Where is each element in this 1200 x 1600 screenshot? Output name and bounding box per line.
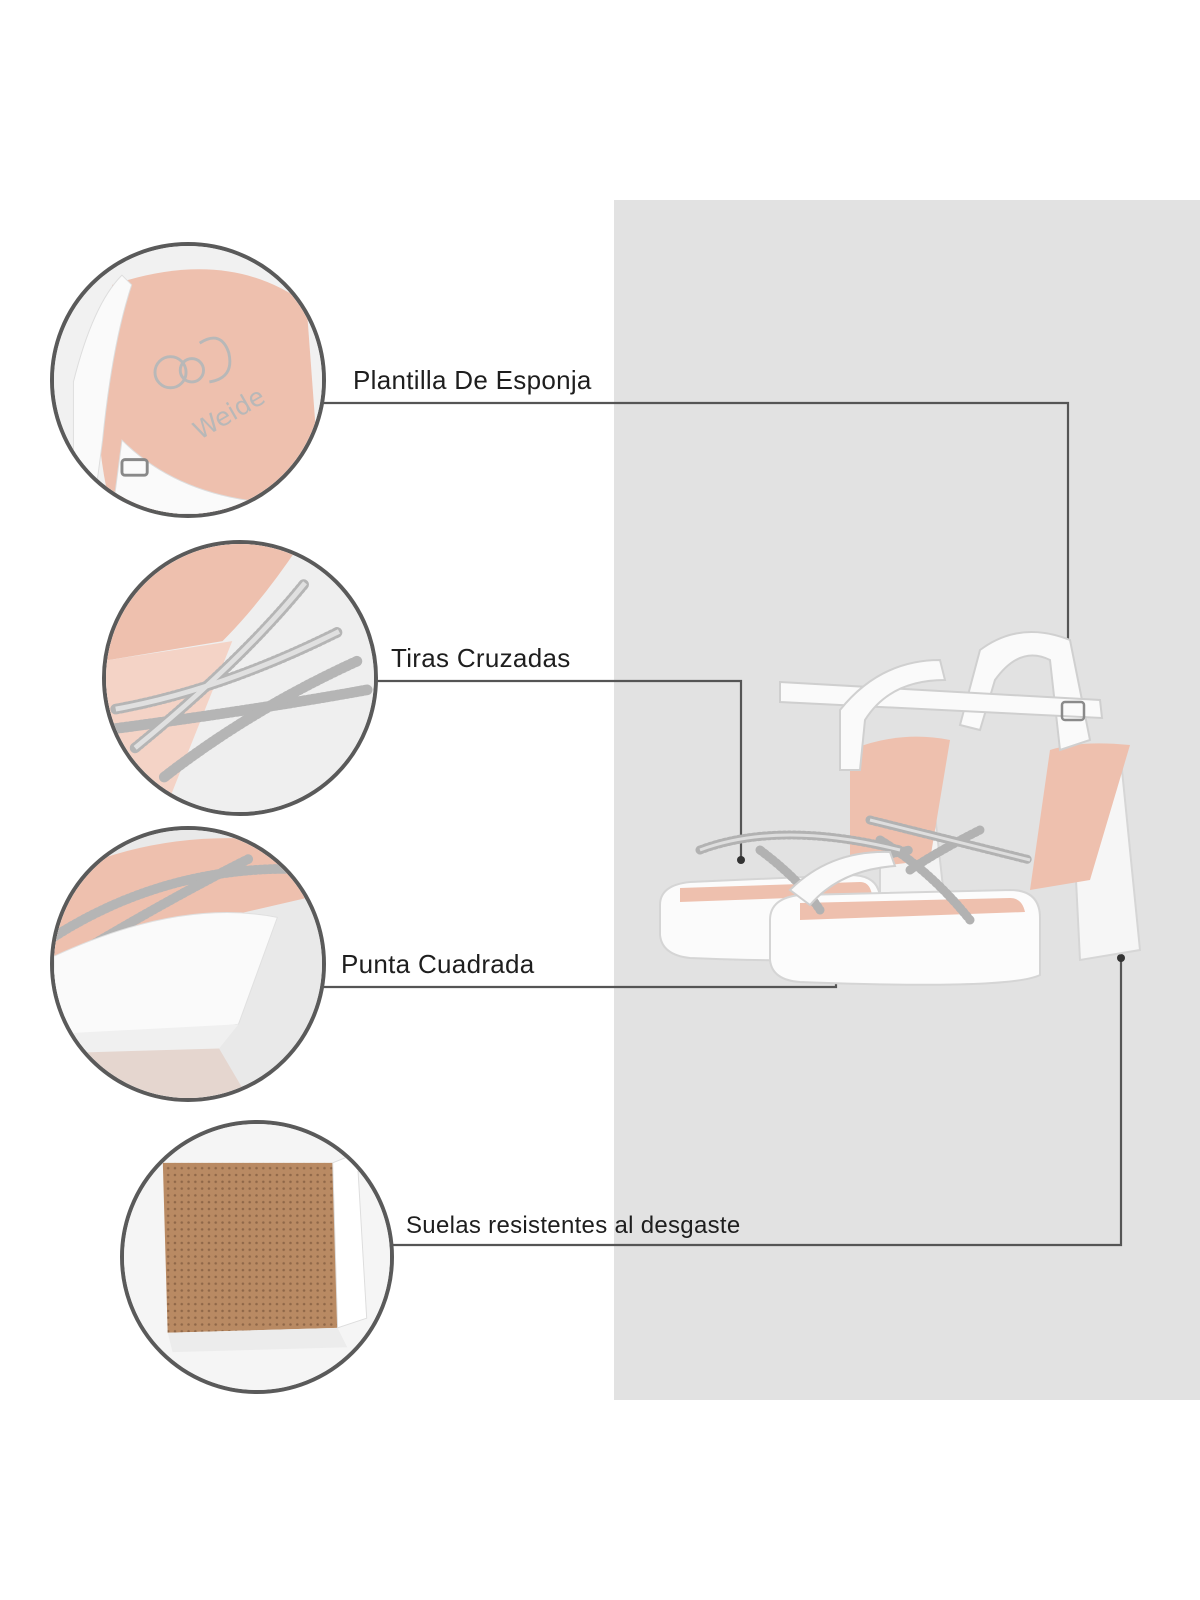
- callout-dot-straps: [737, 856, 745, 864]
- platform-sandal-icon: [659, 631, 1142, 986]
- callout-dot-sole: [1117, 954, 1125, 962]
- toe-closeup-circle: [50, 826, 326, 1102]
- callout-line-straps: [372, 679, 743, 860]
- feature-label-insole: Plantilla De Esponja: [353, 365, 592, 395]
- feature-label-straps: Tiras Cruzadas: [391, 643, 571, 673]
- straps-closeup-circle: [102, 540, 378, 816]
- insole-logo-closeup-icon: Weide: [54, 246, 322, 514]
- rubber-sole-closeup-icon: [124, 1124, 390, 1390]
- callout-line-sole: [390, 958, 1123, 1247]
- sandal-product-image: [650, 620, 1170, 1000]
- insole-closeup-circle: Weide: [50, 242, 326, 518]
- rhinestone-straps-closeup-icon: [106, 544, 374, 812]
- square-toe-closeup-icon: [54, 830, 322, 1098]
- feature-label-sole: Suelas resistentes al desgaste: [406, 1212, 741, 1239]
- sole-closeup-circle: [120, 1120, 394, 1394]
- feature-label-toe: Punta Cuadrada: [341, 949, 535, 979]
